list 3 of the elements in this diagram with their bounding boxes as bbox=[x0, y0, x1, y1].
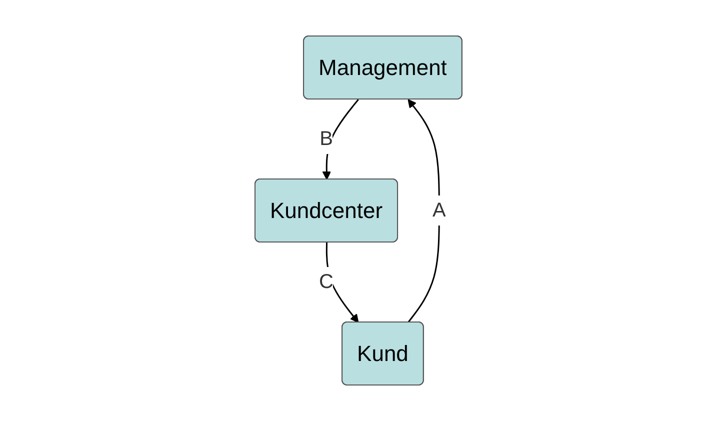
edge-label: A bbox=[432, 199, 446, 222]
edge-label: B bbox=[319, 128, 332, 150]
edge-label: C bbox=[318, 270, 334, 293]
